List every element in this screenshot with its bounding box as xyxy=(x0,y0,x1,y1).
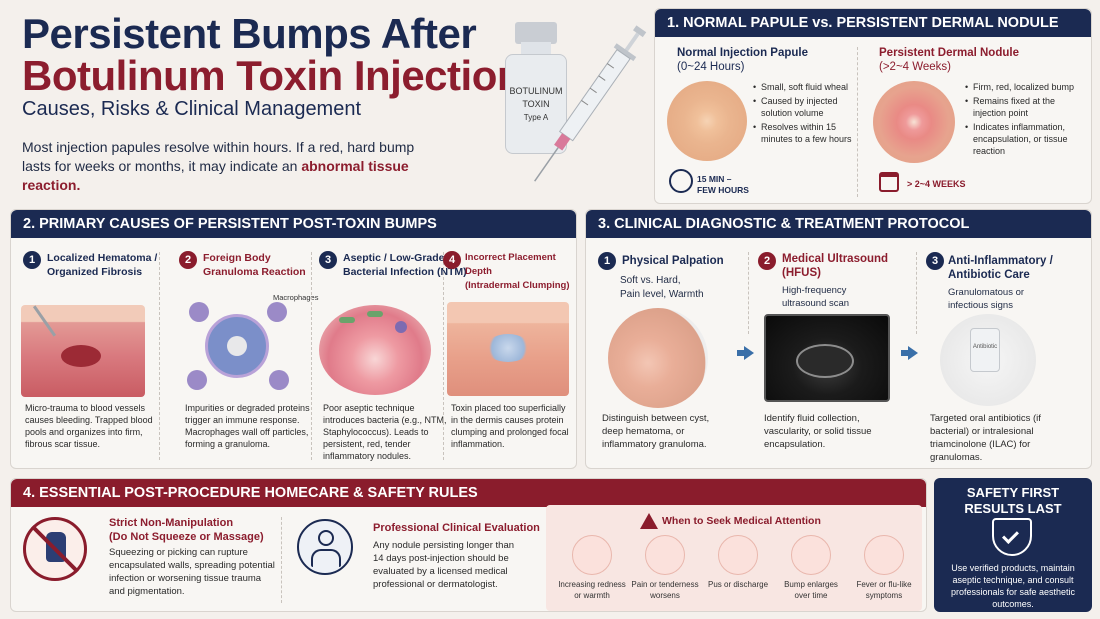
cause-3-number: 3 xyxy=(319,251,337,269)
nodule-subtitle: (>2~4 Weeks) xyxy=(879,61,952,73)
nodule-title: Persistent Dermal Nodule xyxy=(879,47,1019,59)
intro-text: Most injection papules resolve within ho… xyxy=(22,139,415,193)
syringe-icon xyxy=(534,25,647,182)
intradermal-clumping-illustration xyxy=(447,302,569,396)
sign-3-label: Pus or discharge xyxy=(707,580,769,589)
seek-attention-box: When to Seek Medical Attention Increasin… xyxy=(546,505,922,611)
antibiotic-image: Antibiotic xyxy=(940,314,1036,406)
section-diagnostic-treatment: 3. CLINICAL DIAGNOSTIC & TREATMENT PROTO… xyxy=(585,209,1092,469)
papule-duration: 15 MIN –FEW HOURS xyxy=(697,174,749,195)
seek-attention-title: When to Seek Medical Attention xyxy=(662,515,821,527)
rule-1-desc: Squeezing or picking can rupture encapsu… xyxy=(109,547,275,597)
step-1-title: Physical Palpation xyxy=(622,255,724,267)
palpation-image xyxy=(608,308,708,408)
step-2-desc: Identify fluid collection, vascularity, … xyxy=(764,413,872,450)
subtitle: Causes, Risks & Clinical Management xyxy=(22,98,362,120)
section-homecare-safety: 4. ESSENTIAL POST-PROCEDURE HOMECARE & S… xyxy=(10,478,927,612)
safety-text: Use verified products, maintain aseptic … xyxy=(950,563,1076,609)
normal-papule-image xyxy=(667,81,747,161)
vial-label-1: BOTULINUM xyxy=(509,85,563,96)
step-2-number: 2 xyxy=(758,252,776,270)
cause-2-desc: Impurities or degraded proteins trigger … xyxy=(185,403,310,449)
stopwatch-icon xyxy=(669,169,693,193)
ultrasound-image xyxy=(764,314,890,402)
rule-2-title: Professional Clinical Evaluation xyxy=(373,522,540,534)
section-normal-vs-persistent: 1. NORMAL PAPULE vs. PERSISTENT DERMAL N… xyxy=(654,8,1092,204)
hematoma-illustration xyxy=(21,305,145,397)
doctor-icon xyxy=(297,519,353,575)
title-line-1: Persistent Bumps After xyxy=(22,10,477,57)
antibiotic-bottle-label: Antibiotic xyxy=(972,344,998,350)
section-primary-causes: 2. PRIMARY CAUSES OF PERSISTENT POST-TOX… xyxy=(10,209,577,469)
warning-icon xyxy=(640,513,658,529)
toxin-vial-illustration: BOTULINUM TOXIN Type A xyxy=(505,22,567,154)
step-3-title: Anti-Inflammatory /Antibiotic Care xyxy=(948,255,1053,281)
cause-4-desc: Toxin placed too superficially in the de… xyxy=(451,403,569,449)
arrow-icon-2 xyxy=(901,346,918,360)
step-1-subtitle: Soft vs. Hard,Pain level, Warmth xyxy=(620,275,704,300)
redness-icon xyxy=(572,535,612,575)
papule-subtitle: (0~24 Hours) xyxy=(677,61,745,73)
cause-1-title: Localized Hematoma /Organized Fibrosis xyxy=(47,252,158,278)
rule-1-title: Strict Non-Manipulation(Do Not Squeeze o… xyxy=(109,517,264,543)
nodule-bullets: Firm, red, localized bump Remains fixed … xyxy=(965,81,1083,159)
cause-4-number: 4 xyxy=(443,251,461,269)
section4-header: 4. ESSENTIAL POST-PROCEDURE HOMECARE & S… xyxy=(11,479,926,507)
pain-icon xyxy=(645,535,685,575)
cause-3-desc: Poor aseptic technique introduces bacter… xyxy=(323,403,447,461)
step-1-number: 1 xyxy=(598,252,616,270)
title-line-2: Botulinum Toxin Injections xyxy=(22,52,545,99)
step-3-desc: Targeted oral antibiotics (if bacterial)… xyxy=(930,413,1041,463)
arrow-icon-1 xyxy=(737,346,754,360)
vial-label-2: TOXIN xyxy=(522,98,550,109)
no-touch-hand-icon xyxy=(23,517,87,581)
granuloma-illustration xyxy=(183,294,293,394)
persistent-nodule-image xyxy=(873,81,955,163)
section3-header: 3. CLINICAL DIAGNOSTIC & TREATMENT PROTO… xyxy=(586,210,1091,238)
shield-check-icon xyxy=(992,518,1032,556)
pus-icon xyxy=(718,535,758,575)
rule-2-desc: Any nodule persisting longer than 14 day… xyxy=(373,540,515,590)
step-3-number: 3 xyxy=(926,252,944,270)
papule-title: Normal Injection Papule xyxy=(677,47,808,59)
enlarging-bump-icon xyxy=(791,535,831,575)
papule-bullets: Small, soft fluid wheal Caused by inject… xyxy=(753,81,853,147)
macrophages-label: Macrophages xyxy=(273,293,319,302)
vial-label-3: Type A xyxy=(523,112,549,122)
step-2-title: Medical Ultrasound(HFUS) xyxy=(782,253,889,279)
nodule-duration: > 2~4 WEEKS xyxy=(907,179,966,189)
infection-illustration xyxy=(319,305,431,395)
section2-header: 2. PRIMARY CAUSES OF PERSISTENT POST-TOX… xyxy=(11,210,576,238)
cause-4-title: Incorrect Placement Depth(Intradermal Cl… xyxy=(465,252,570,291)
cause-1-number: 1 xyxy=(23,251,41,269)
section1-header: 1. NORMAL PAPULE vs. PERSISTENT DERMAL N… xyxy=(655,9,1091,37)
cause-2-number: 2 xyxy=(179,251,197,269)
fever-icon xyxy=(864,535,904,575)
cause-1-desc: Micro-trauma to blood vessels causes ble… xyxy=(25,403,153,449)
calendar-icon xyxy=(879,172,899,192)
step-1-desc: Distinguish between cyst, deep hematoma,… xyxy=(602,413,710,450)
intro-highlight: abnormal tissue reaction. xyxy=(22,158,409,193)
